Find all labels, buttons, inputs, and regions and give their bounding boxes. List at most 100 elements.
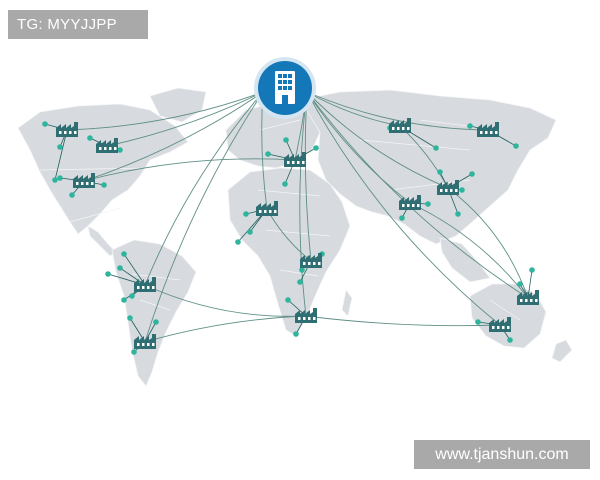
route-to-headquarters — [303, 91, 312, 262]
supplier-node — [121, 297, 127, 303]
factory-south-america-south[interactable] — [134, 334, 156, 349]
factory-siberia[interactable] — [477, 122, 499, 137]
supplier-node — [507, 337, 513, 343]
continent-south-america — [111, 239, 197, 387]
route-to-headquarters — [83, 91, 264, 182]
supplier-node — [437, 169, 443, 175]
island-madagascar — [341, 289, 353, 317]
factory-icon — [73, 173, 95, 188]
route-to-headquarters — [66, 90, 264, 131]
supplier-node — [52, 177, 58, 183]
factory-north-america-west[interactable] — [56, 122, 78, 137]
factory-russia[interactable] — [389, 118, 411, 133]
supplier-node — [513, 143, 519, 149]
route-to-headquarters — [306, 91, 411, 204]
factory-west-africa[interactable] — [256, 201, 278, 216]
supplier-node — [283, 137, 289, 143]
supplier-node — [529, 267, 535, 273]
factory-icon — [56, 122, 78, 137]
node-link — [123, 253, 146, 286]
factory-icon — [256, 201, 278, 216]
factory-south-asia[interactable] — [399, 195, 421, 210]
factory-southern-africa[interactable] — [295, 308, 317, 323]
supplier-node — [293, 331, 299, 337]
supplier-node — [117, 147, 123, 153]
supplier-node — [297, 279, 303, 285]
watermark-bottom-right: www.tjanshun.com — [414, 440, 590, 469]
supplier-node — [117, 265, 123, 271]
supplier-node — [243, 211, 249, 217]
supplier-node — [282, 181, 288, 187]
continent-central-america — [87, 225, 117, 257]
factory-sites — [56, 118, 539, 349]
supplier-node — [57, 144, 63, 150]
supplier-node — [235, 239, 241, 245]
route-to-headquarters — [144, 91, 264, 286]
supplier-node — [299, 267, 305, 273]
supplier-node — [129, 293, 135, 299]
factory-icon — [489, 317, 511, 332]
factory-central-africa[interactable] — [300, 253, 322, 268]
factory-icon — [134, 334, 156, 349]
factory-north-america-central[interactable] — [96, 138, 118, 153]
supplier-node — [247, 229, 253, 235]
factory-europe[interactable] — [284, 152, 306, 167]
route-to-headquarters — [306, 91, 449, 189]
supplier-node — [87, 135, 93, 141]
supplier-node — [101, 182, 107, 188]
factory-icon — [389, 118, 411, 133]
supplier-node — [121, 251, 127, 257]
supplier-node — [57, 175, 63, 181]
supplier-node — [399, 215, 405, 221]
factory-north-america-east[interactable] — [73, 173, 95, 188]
supplier-node — [313, 145, 319, 151]
island-new-zealand — [551, 339, 573, 363]
supplier-node — [153, 319, 159, 325]
supplier-node — [459, 187, 465, 193]
supplier-node — [433, 145, 439, 151]
factory-icon — [295, 308, 317, 323]
supplier-node — [425, 201, 431, 207]
route-between-sites — [409, 202, 529, 299]
route-to-headquarters — [306, 91, 489, 131]
route-between-sites — [144, 313, 307, 343]
route-to-headquarters — [106, 91, 264, 147]
supplier-node — [42, 121, 48, 127]
route-to-headquarters — [306, 91, 501, 326]
headquarters[interactable] — [254, 57, 316, 119]
factory-icon — [300, 253, 322, 268]
supplier-node — [105, 271, 111, 277]
factory-east-asia[interactable] — [437, 180, 459, 195]
factory-icon — [517, 290, 539, 305]
supplier-node — [469, 171, 475, 177]
factory-australia-south[interactable] — [489, 317, 511, 332]
office-building-icon — [275, 71, 295, 104]
factory-icon — [284, 152, 306, 167]
supplier-node — [265, 151, 271, 157]
factory-south-america-north[interactable] — [134, 277, 156, 292]
supplier-node — [517, 281, 523, 287]
supplier-node — [127, 315, 133, 321]
supplier-node — [467, 123, 473, 129]
route-between-sites — [144, 284, 307, 320]
supplier-node — [455, 211, 461, 217]
watermark-top-left: TG: MYYJJPP — [8, 10, 148, 39]
factory-icon — [437, 180, 459, 195]
factory-icon — [477, 122, 499, 137]
route-between-sites — [305, 315, 501, 329]
node-link — [527, 269, 533, 299]
factory-australia-north[interactable] — [517, 290, 539, 305]
route-between-sites — [83, 156, 296, 182]
supplier-nodes — [42, 121, 535, 355]
supplier-node — [285, 297, 291, 303]
country-borders — [39, 119, 521, 321]
route-to-headquarters — [144, 91, 264, 343]
route-to-headquarters — [299, 91, 310, 317]
supplier-node — [131, 349, 137, 355]
supplier-node — [475, 319, 481, 325]
supplier-node — [69, 192, 75, 198]
factory-icon — [399, 195, 421, 210]
region-southeast-asia — [439, 237, 491, 283]
factory-icon — [96, 138, 118, 153]
